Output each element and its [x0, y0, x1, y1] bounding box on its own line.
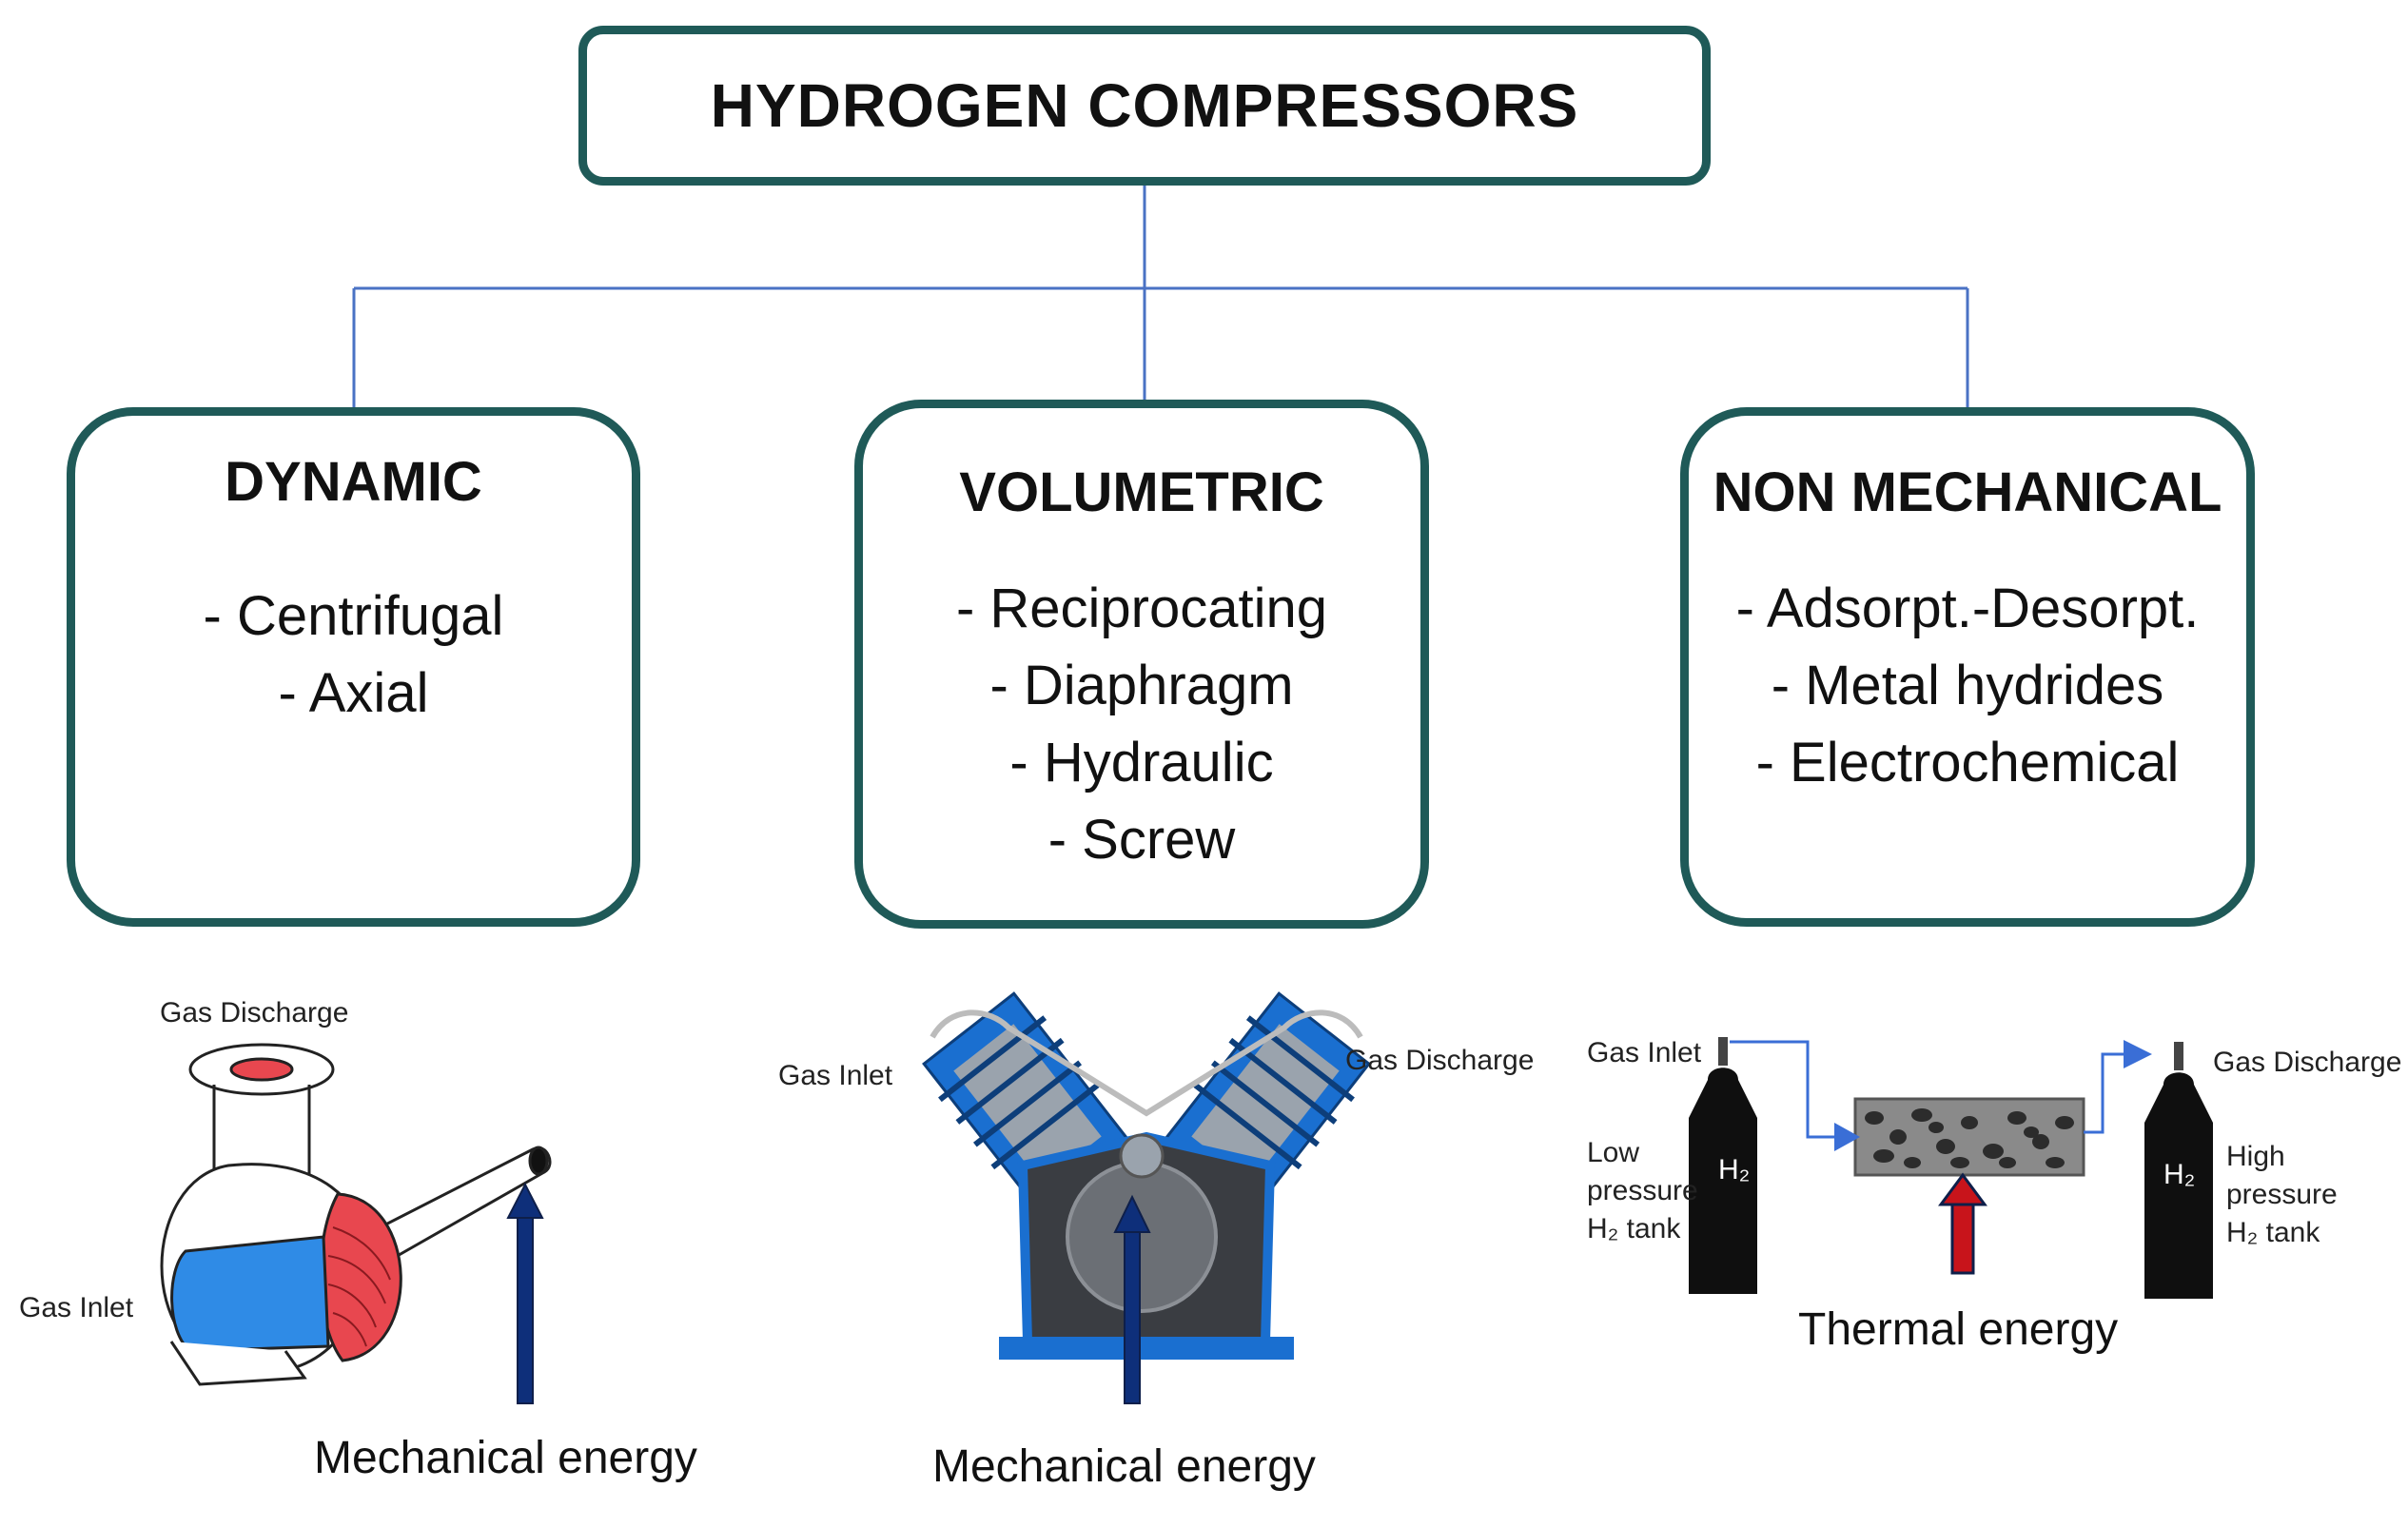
list-item: - Electrochemical [1755, 732, 2180, 793]
non-mechanical-energy-label: Thermal energy [1798, 1304, 2119, 1355]
title-box: HYDROGEN COMPRESSORS [578, 26, 1711, 186]
low-pressure-tank-label: Low pressure H₂ tank [1587, 1134, 1698, 1248]
category-box-non-mechanical: NON MECHANICAL - Adsorpt.-Desorpt. - Met… [1680, 407, 2255, 927]
category-title-non-mechanical: NON MECHANICAL [1713, 461, 2222, 523]
low-tank-line: pressure [1587, 1175, 1698, 1206]
high-tank-h2-label: H₂ [2163, 1159, 2196, 1190]
dynamic-energy-label: Mechanical energy [314, 1433, 697, 1483]
diagram-title: HYDROGEN COMPRESSORS [710, 71, 1579, 140]
high-pressure-tank-label: High pressure H₂ tank [2226, 1138, 2338, 1252]
high-tank-line: High [2226, 1141, 2285, 1172]
category-title-dynamic: DYNAMIC [225, 451, 482, 513]
low-tank-line: Low [1587, 1137, 1640, 1168]
low-tank-h2-label: H₂ [1718, 1154, 1751, 1185]
non-mechanical-gas-discharge-label: Gas Discharge [2213, 1047, 2402, 1078]
list-item: - Screw [1047, 809, 1236, 871]
category-list-dynamic: - Centrifugal - Axial [75, 578, 632, 732]
volumetric-gas-inlet-label: Gas Inlet [778, 1060, 893, 1091]
list-item: - Adsorpt.-Desorpt. [1735, 578, 2200, 639]
non-mechanical-gas-inlet-label: Gas Inlet [1587, 1037, 1702, 1068]
list-item: - Hydraulic [1009, 732, 1274, 793]
category-title-volumetric: VOLUMETRIC [959, 461, 1324, 523]
category-list-volumetric: - Reciprocating - Diaphragm - Hydraulic … [863, 570, 1420, 878]
list-item: - Axial [278, 662, 429, 724]
dynamic-gas-discharge-label: Gas Discharge [160, 997, 349, 1028]
low-tank-line: H₂ tank [1587, 1213, 1681, 1244]
category-box-dynamic: DYNAMIC - Centrifugal - Axial [67, 407, 640, 927]
category-box-volumetric: VOLUMETRIC - Reciprocating - Diaphragm -… [854, 400, 1429, 929]
high-tank-line: pressure [2226, 1179, 2338, 1210]
list-item: - Diaphragm [989, 655, 1294, 716]
volumetric-energy-label: Mechanical energy [932, 1441, 1316, 1492]
list-item: - Reciprocating [955, 578, 1328, 639]
volumetric-gas-discharge-label: Gas Discharge [1345, 1045, 1535, 1076]
list-item: - Centrifugal [203, 585, 504, 647]
list-item: - Metal hydrides [1771, 655, 2164, 716]
dynamic-gas-inlet-label: Gas Inlet [19, 1292, 134, 1323]
category-list-non-mechanical: - Adsorpt.-Desorpt. - Metal hydrides - E… [1689, 570, 2246, 801]
high-tank-line: H₂ tank [2226, 1217, 2320, 1248]
